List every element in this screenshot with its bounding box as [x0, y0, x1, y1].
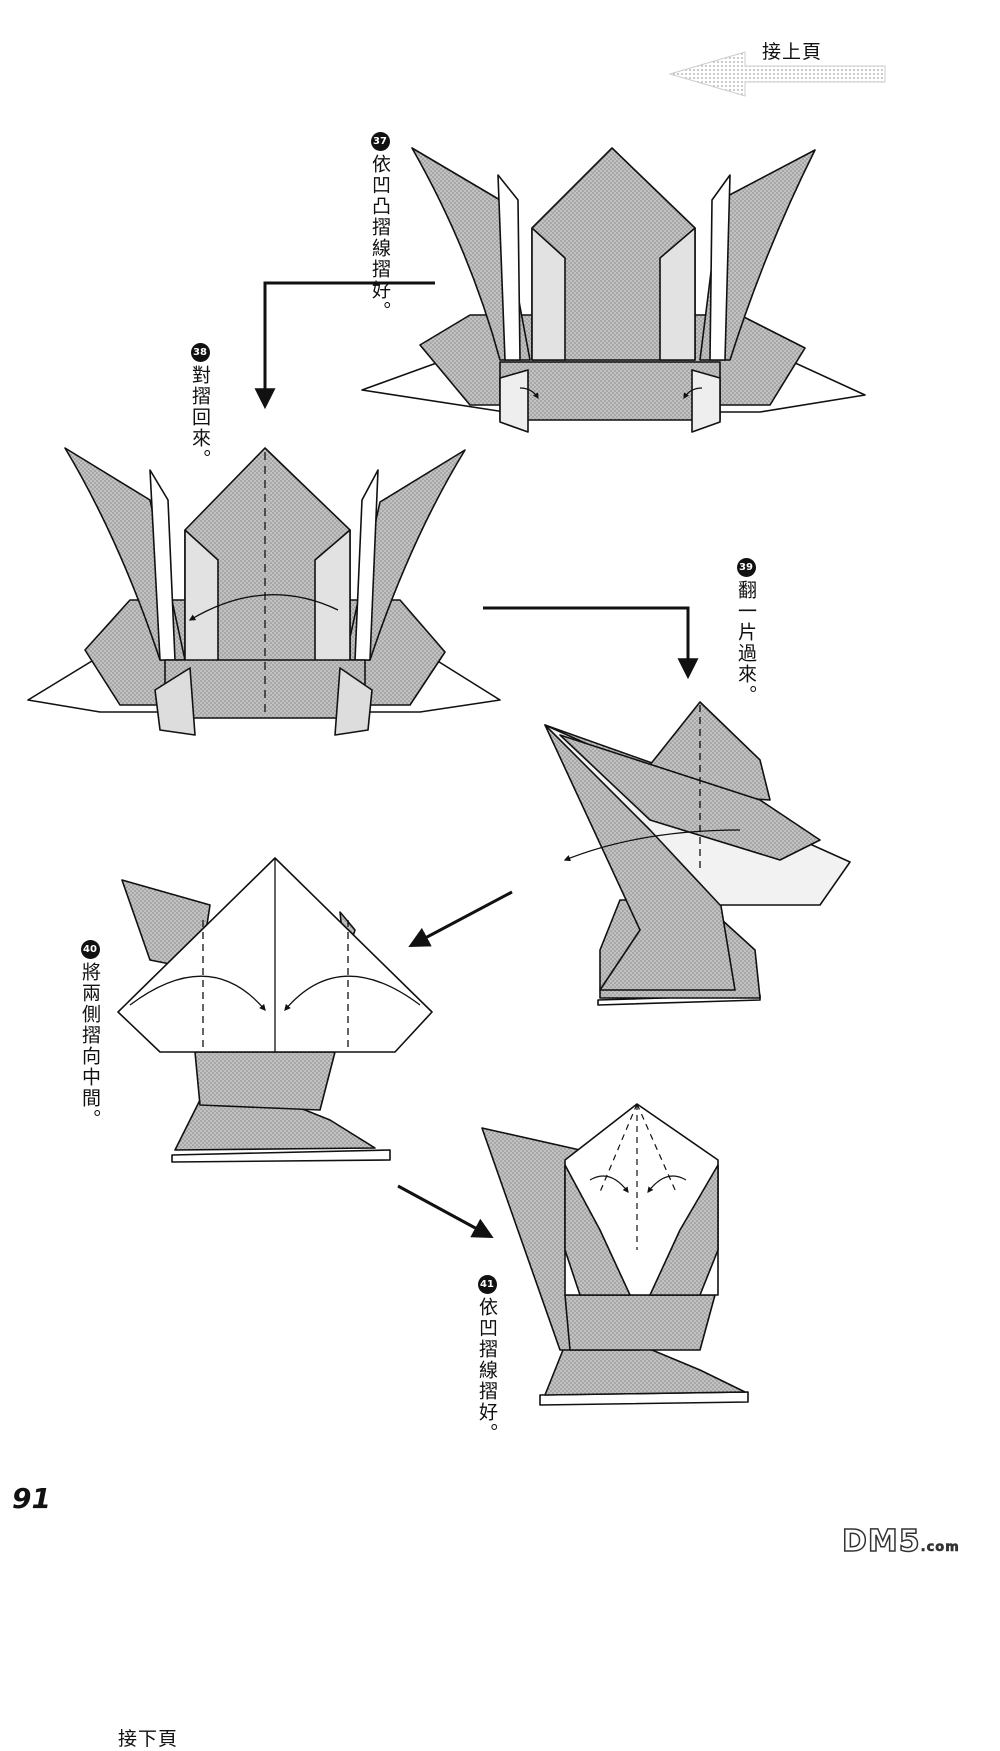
arrow-diagonal-icon [408, 890, 513, 947]
site-watermark: DM5.com [841, 1523, 960, 1560]
watermark-suffix: .com [920, 1540, 960, 1556]
instruction-diagrams [27, 51, 886, 1406]
step-38-number: 38 [190, 343, 210, 362]
step-40-instruction: 40 將兩側摺向中間。 [77, 940, 103, 1130]
diagram-step-37 [361, 147, 866, 433]
prev-page-arrow-icon[interactable] [668, 51, 886, 97]
step-37-text: 依凹凸摺線摺好。 [369, 154, 391, 322]
step-40-number: 40 [80, 940, 100, 959]
step-39-text: 翻一片過來。 [735, 580, 757, 706]
next-page-label[interactable]: 接下頁 [118, 1728, 179, 1750]
step-39-instruction: 39 翻一片過來。 [733, 558, 759, 706]
step-37-number: 37 [370, 132, 390, 151]
step-41-number: 41 [477, 1275, 497, 1294]
arrow-down-icon [254, 281, 435, 410]
step-40-text: 將兩側摺向中間。 [79, 962, 101, 1130]
arrow-down-icon [483, 606, 699, 680]
prev-page-label[interactable]: 接上頁 [762, 41, 823, 63]
step-38-instruction: 38 對摺回來。 [187, 343, 213, 470]
page-number: 91 [12, 1482, 51, 1515]
arrow-diagonal-icon [397, 1184, 494, 1239]
diagram-step-40 [117, 857, 433, 1163]
step-38-text: 對摺回來。 [189, 365, 211, 470]
step-41-text: 依凹摺線摺好。 [476, 1297, 498, 1444]
diagram-step-39 [544, 701, 851, 1006]
diagram-step-38 [27, 447, 501, 736]
step-37-instruction: 37 依凹凸摺線摺好。 [367, 132, 393, 322]
diagram-step-41 [481, 1103, 749, 1406]
step-41-instruction: 41 依凹摺線摺好。 [474, 1275, 500, 1444]
watermark-main: DM5 [841, 1523, 921, 1560]
step-39-number: 39 [736, 558, 756, 577]
